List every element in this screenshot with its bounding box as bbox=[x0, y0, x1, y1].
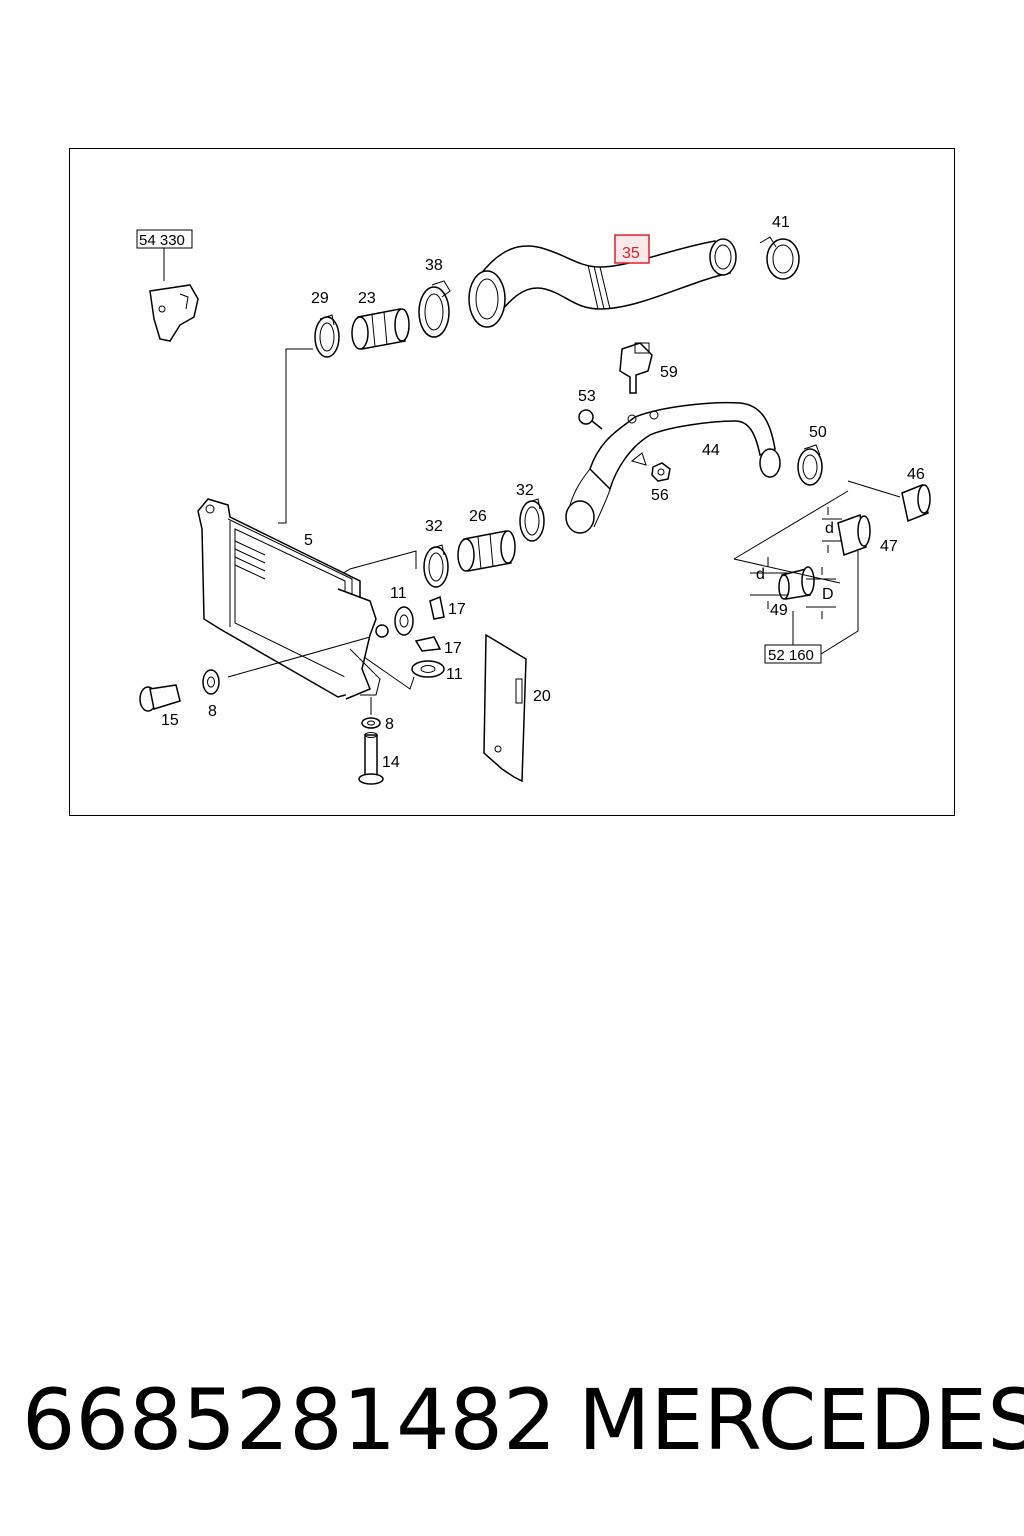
svg-text:44: 44 bbox=[702, 442, 720, 459]
svg-text:29: 29 bbox=[311, 290, 329, 307]
svg-text:38: 38 bbox=[425, 257, 443, 274]
svg-text:17: 17 bbox=[444, 640, 462, 657]
svg-text:52 160: 52 160 bbox=[768, 647, 814, 664]
svg-text:D: D bbox=[822, 586, 834, 603]
svg-text:46: 46 bbox=[907, 466, 925, 483]
part-8-spacer-left[interactable]: 8 bbox=[202, 669, 220, 720]
svg-text:20: 20 bbox=[533, 688, 551, 705]
exploded-parts-diagram: 54 330 29 23 38 bbox=[136, 214, 931, 785]
product-caption: 6685281482 MERCEDES bbox=[22, 1370, 1024, 1470]
part-15-bolt[interactable]: 15 bbox=[139, 684, 181, 729]
part-11-washer-upper[interactable]: 11 bbox=[390, 585, 414, 636]
highlight-box-35 bbox=[614, 234, 650, 264]
part-46-sleeve[interactable]: 46 bbox=[901, 466, 931, 523]
part-32-clamp-upper[interactable]: 32 bbox=[516, 482, 545, 542]
brand-text: MERCEDES bbox=[578, 1371, 1024, 1469]
svg-text:54 330: 54 330 bbox=[139, 232, 185, 249]
svg-text:15: 15 bbox=[161, 712, 179, 729]
svg-text:d: d bbox=[825, 520, 834, 537]
part-17-clip-lower[interactable]: 17 bbox=[414, 636, 462, 657]
leader-32-to-5 bbox=[339, 550, 417, 576]
part-56-nut[interactable]: 56 bbox=[651, 462, 671, 504]
part-35-charge-air-hose[interactable]: 35 bbox=[468, 234, 737, 328]
svg-text:14: 14 bbox=[382, 754, 400, 771]
leader-46 bbox=[847, 480, 901, 498]
part-41-clamp[interactable]: 41 bbox=[759, 214, 800, 280]
svg-text:59: 59 bbox=[660, 364, 678, 381]
part-20-bracket-plate[interactable]: 20 bbox=[483, 633, 551, 783]
svg-text:50: 50 bbox=[809, 424, 827, 441]
part-23-connector[interactable]: 23 bbox=[351, 290, 410, 350]
part-11-washer-lower[interactable]: 11 bbox=[411, 660, 463, 683]
part-26-connector[interactable]: 26 bbox=[457, 508, 516, 572]
svg-text:32: 32 bbox=[425, 518, 443, 535]
svg-text:8: 8 bbox=[208, 703, 217, 720]
svg-text:41: 41 bbox=[772, 214, 790, 231]
part-17-clip-upper[interactable]: 17 bbox=[429, 595, 466, 620]
part-14-bolt[interactable]: 14 bbox=[358, 732, 400, 785]
diagram-frame: 54 330 29 23 38 bbox=[69, 148, 955, 816]
leader-29-to-5 bbox=[278, 348, 313, 524]
svg-text:53: 53 bbox=[578, 388, 596, 405]
svg-text:23: 23 bbox=[358, 290, 376, 307]
part-47-sleeve[interactable]: 47 bbox=[837, 513, 898, 557]
part-32-clamp-lower[interactable]: 32 bbox=[423, 518, 449, 588]
svg-text:32: 32 bbox=[516, 482, 534, 499]
svg-text:11: 11 bbox=[446, 666, 463, 683]
part-44-pipe[interactable]: 44 bbox=[565, 401, 781, 534]
leader-8-15 bbox=[227, 636, 371, 678]
svg-text:26: 26 bbox=[469, 508, 487, 525]
part-53-bolt[interactable]: 53 bbox=[578, 388, 603, 430]
svg-text:56: 56 bbox=[651, 487, 669, 504]
svg-text:49: 49 bbox=[770, 602, 788, 619]
part-8-spacer-lower[interactable]: 8 bbox=[361, 716, 394, 733]
svg-text:8: 8 bbox=[385, 716, 394, 733]
part-49-sleeve[interactable]: 49 bbox=[770, 566, 815, 619]
svg-text:47: 47 bbox=[880, 538, 898, 555]
part-50-clamp[interactable]: 50 bbox=[797, 424, 827, 486]
svg-text:5: 5 bbox=[304, 532, 313, 549]
svg-text:11: 11 bbox=[390, 585, 407, 602]
reference-box-52160[interactable]: 52 160 bbox=[764, 551, 859, 664]
part-5-charge-air-cooler[interactable]: 5 bbox=[197, 498, 389, 700]
svg-text:d: d bbox=[756, 566, 765, 583]
leader-11 bbox=[363, 656, 415, 690]
svg-text:17: 17 bbox=[448, 601, 466, 618]
part-38-clamp[interactable]: 38 bbox=[418, 257, 451, 338]
part-29-clamp[interactable]: 29 bbox=[311, 290, 340, 358]
sensor-part bbox=[149, 284, 199, 342]
part-number-text: 6685281482 bbox=[22, 1371, 557, 1469]
dimension-lines: d d D bbox=[733, 490, 849, 619]
reference-box-54330[interactable]: 54 330 bbox=[136, 229, 193, 281]
part-59-valve[interactable]: 59 bbox=[619, 342, 678, 394]
svg-text:35: 35 bbox=[622, 245, 640, 262]
